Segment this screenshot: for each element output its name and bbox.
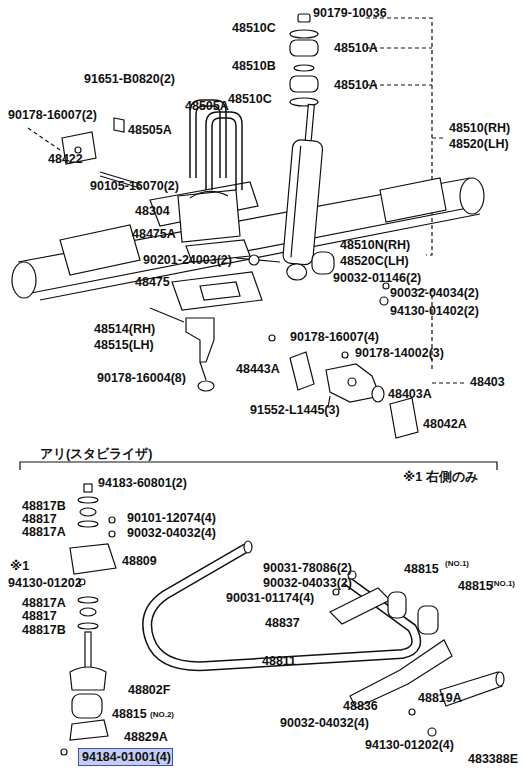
part-number: 48510(RH) [449,122,510,135]
part-number: 48817 [22,513,57,526]
part-number: 94130-01202 [8,577,82,590]
group-bracket [28,18,466,383]
part-number: 48475A [132,228,176,241]
part-number: 48817B [22,624,66,637]
part-number: 48520C(LH) [340,255,409,268]
part-number: 94130-01402(2) [390,305,479,318]
part-number: (NO.2) [150,711,174,719]
part-number: 48475 [135,276,170,289]
link-plate [290,352,314,390]
part-number: 48510A [334,42,378,55]
part-number: 48817B [22,500,66,513]
part-number: 48815 [404,563,439,576]
part-number: 90101-12074(4) [127,512,216,525]
part-number: 90032-04033(2) [263,577,352,590]
part-number: 48403 [470,376,505,389]
part-number: 48809 [122,555,157,568]
part-number: 48515(LH) [94,339,154,352]
part-number: 483388E [468,753,518,766]
part-number: 94183-60801(2) [98,477,187,490]
part-number: 48042A [423,418,467,431]
part-number: 48505A [185,100,229,113]
part-number: 48510C [232,22,276,35]
group-bracket [20,462,497,470]
part-number: 48815 [458,580,493,593]
part-number: ※1 [10,560,29,573]
part-number: 90179-10036 [313,7,387,20]
part-number: 48815 [112,708,147,721]
part-number: 48520(LH) [449,138,509,151]
part-number: 48819A [418,692,462,705]
part-number: 90031-01174(4) [226,592,314,605]
part-number: (NO.1) [445,560,469,568]
washer-stack [290,14,318,106]
part-number: アリ(スタビライザ) [40,448,152,461]
bushing [312,252,334,274]
part-number: 94184-01001(4) [82,751,169,764]
highlight-box: 94184-01001(4) [78,748,173,766]
part-number: 48443A [236,363,280,376]
sensor-bracket [186,318,214,362]
part-number: 48505A [128,124,172,137]
part-number: 90031-78086(2) [263,562,352,575]
part-number: 48817A [22,597,66,610]
part-number: 90178-16007(2) [8,109,97,122]
part-number: 48510N(RH) [340,239,410,252]
part-number: 90032-04032(4) [280,717,369,730]
stabilizer-bracket [330,571,504,736]
part-number: 48817 [22,610,57,623]
part-number: 90201-24003(2) [143,254,232,267]
part-number: 48514(RH) [94,323,155,336]
part-number: 48304 [135,205,170,218]
part-number: 90032-01146(2) [333,272,421,285]
part-number: 48836 [343,700,378,713]
part-number: 48510C [228,93,272,106]
part-number: (NO.1) [491,580,515,588]
part-number: 48510B [232,60,276,73]
part-number: ※1 右側のみ [403,471,478,484]
part-number: 94130-01202(4) [365,739,454,752]
part-number: 90178-14002(3) [355,347,444,360]
part-number: 90105-16070(2) [90,180,179,193]
arm-plate [390,398,418,438]
part-number: 48403A [388,388,432,401]
part-number: 48510A [334,79,378,92]
part-number: 48817A [22,526,66,539]
part-number: 90178-16007(4) [290,331,379,344]
part-number: 48802F [128,684,170,697]
stabilizer-link [61,484,116,755]
part-number: 91552-L1445(3) [250,404,340,417]
part-number: 91651-B0820(2) [84,73,175,86]
spacer-block [178,190,240,242]
stabilizer-bar [147,548,416,666]
part-number: 48422 [48,153,83,166]
part-number: 90178-16004(8) [97,372,186,385]
part-number: 90032-04032(4) [127,527,216,540]
part-number: 90032-04034(2) [390,287,479,300]
part-number: 48837 [265,617,300,630]
part-number: 48811 [262,655,296,668]
spring-seat-lower [172,272,262,310]
u-bolt [190,100,242,190]
part-number: 48829A [124,731,168,744]
